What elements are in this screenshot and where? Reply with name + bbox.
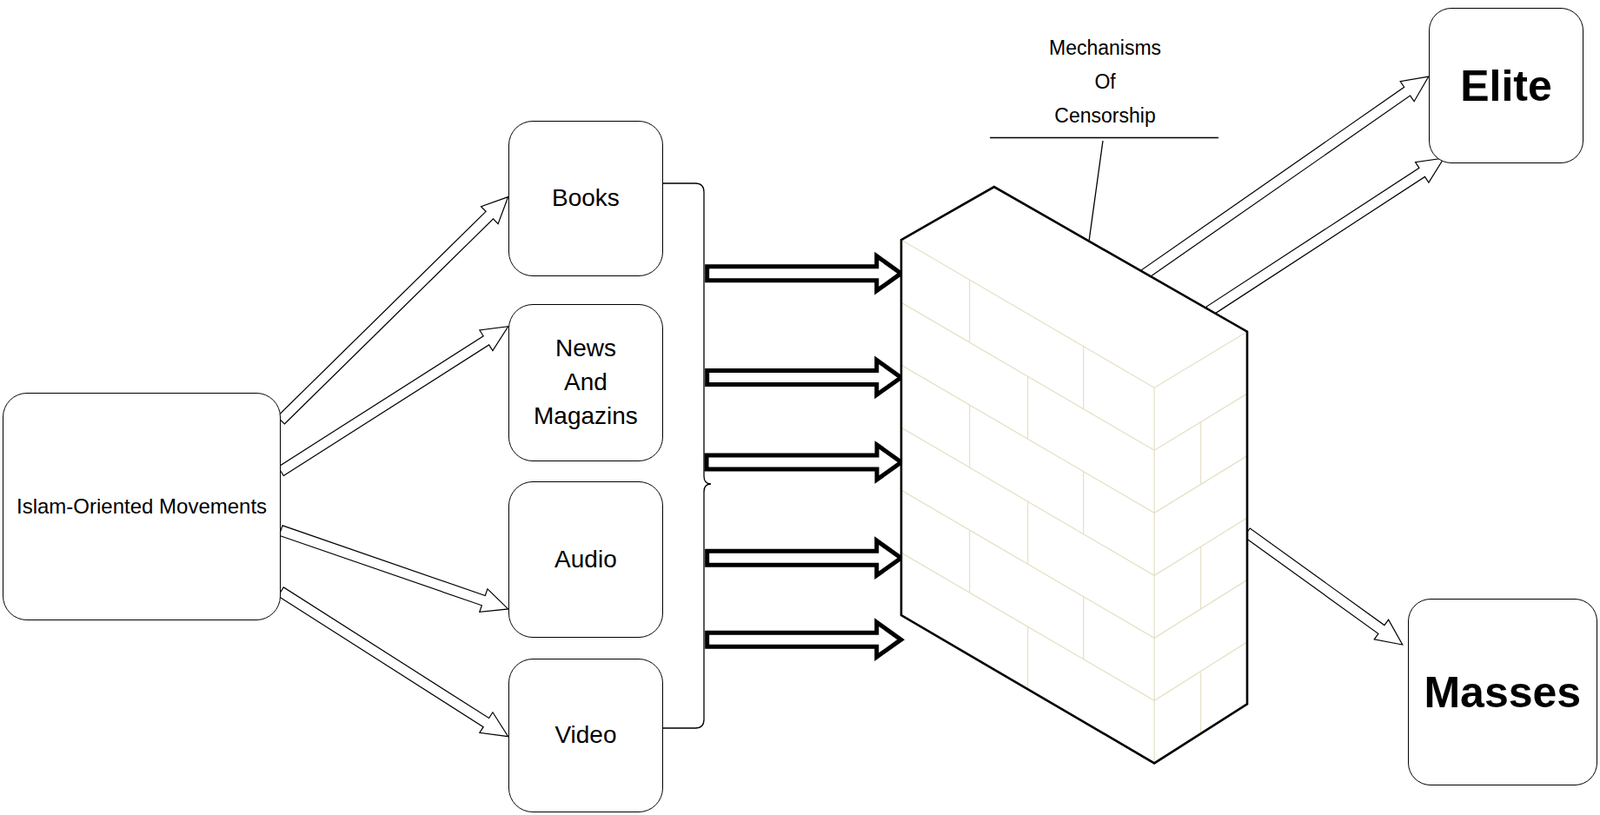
flow-arrow [706,444,902,480]
brick-joint [901,552,1155,701]
flow-arrow [1140,76,1429,280]
media-box: News And Magazins [508,304,664,462]
wall-outline [901,186,1248,764]
wall-label: Mechanisms Of Censorship [1048,31,1162,133]
audience-box: Elite [1428,7,1584,163]
brick-joint [901,302,1155,451]
flow-arrow [278,525,509,613]
brick-joint [969,530,970,593]
flow-arrow [1243,528,1403,645]
node-label: Masses [1423,666,1581,719]
flow-arrow [707,540,902,576]
media-box: Audio [508,481,664,638]
source-box: Islam-Oriented Movements [2,392,281,621]
brick-joint [1153,387,1155,764]
wall-top [901,186,1248,388]
brick-joint [1027,501,1029,565]
media-box: Video [508,658,664,812]
brick-joint [1082,345,1084,409]
brick-joint [901,239,1155,388]
flow-arrow [707,256,902,292]
brick-joint [1082,471,1084,535]
flow-arrow [278,587,509,737]
brick-joint [1027,376,1029,439]
brick-joint [901,365,1155,513]
wall-side [1154,331,1248,764]
flow-arrow [278,326,509,477]
node-label: Video [554,719,617,751]
brick-joint [969,279,970,343]
brick-joint [1200,422,1202,485]
grouping-bracket [663,183,711,729]
flow-arrow [1206,158,1444,316]
node-label: Elite [1460,59,1553,113]
flow-arrow [707,622,902,658]
brick-joint [969,404,970,468]
brick-joint [1027,626,1029,690]
brick-joint [1200,547,1202,611]
leader-line [1088,140,1103,248]
brick-joint [901,427,1155,576]
flow-arrow [707,359,902,395]
label-underline [989,137,1219,139]
flow-arrow [277,197,509,425]
node-label: Books [551,182,620,214]
node-label: Islam-Oriented Movements [16,492,267,520]
brick-joint [1200,672,1202,736]
brick-wall [901,186,1248,764]
brick-joint [1154,331,1248,389]
brick-joint [901,490,1155,638]
media-box: Books [508,120,664,278]
brick-joint [1082,597,1084,660]
censorship-wall: Mechanisms Of Censorship [901,186,1248,764]
audience-box: Masses [1407,598,1598,786]
node-label: Audio [554,544,618,576]
node-label: News And Magazins [533,331,638,433]
